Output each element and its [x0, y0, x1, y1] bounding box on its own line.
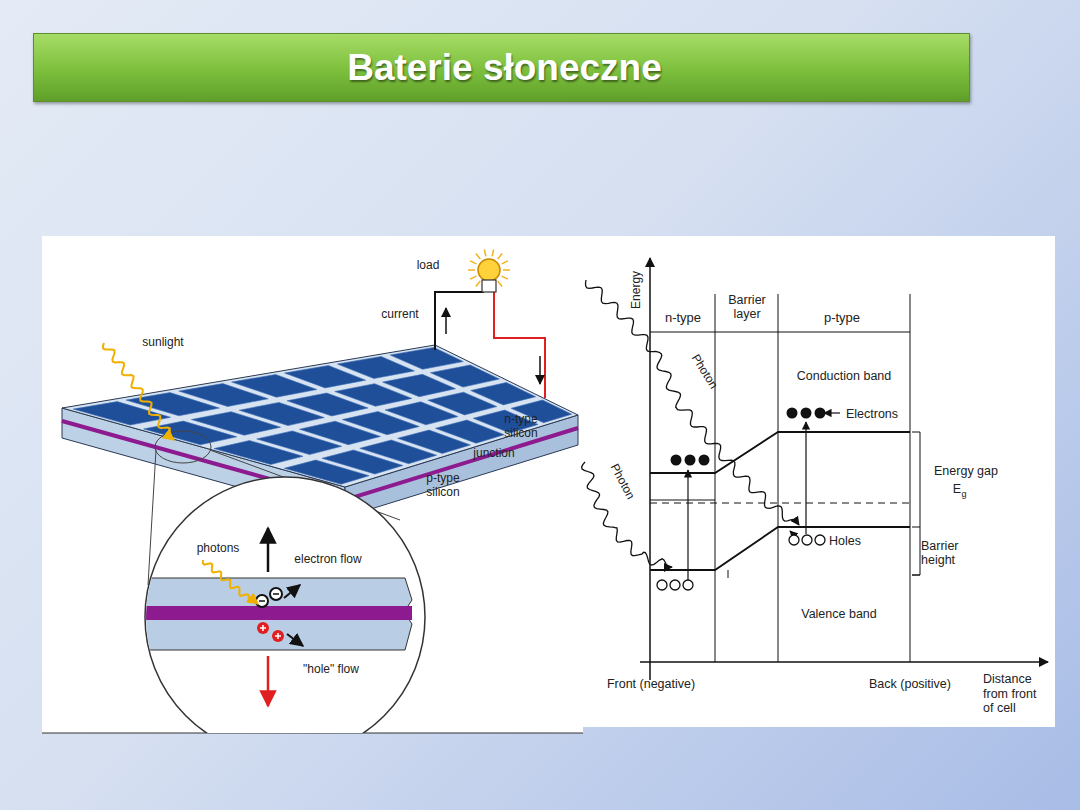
part-label: E	[953, 482, 961, 496]
part-label: junction	[473, 447, 514, 461]
part-label: Barrier layer	[719, 293, 775, 322]
part-label: p-type	[824, 311, 860, 326]
magnifier	[140, 431, 425, 733]
part-label: Front (negative)	[606, 677, 696, 691]
solar-cell	[430, 365, 499, 387]
wire	[494, 292, 545, 398]
bulb-ray	[476, 254, 480, 259]
part-label: load	[417, 259, 440, 273]
bulb-ray	[470, 276, 476, 279]
bulb-ray	[503, 269, 510, 271]
part-label: electron flow	[294, 553, 361, 567]
bulb-ray	[498, 281, 502, 286]
current-arrow	[445, 308, 447, 334]
solar-cell	[471, 383, 536, 405]
part-label: photons	[197, 542, 240, 556]
part-label: Barrier height	[921, 539, 983, 568]
wire	[435, 292, 484, 350]
bulb-ray	[492, 250, 494, 257]
part-label: Holes	[829, 534, 861, 548]
carriers	[657, 408, 826, 591]
part-label: g	[961, 489, 966, 499]
part-label: p-type silicon	[412, 472, 474, 500]
solar-cell	[390, 347, 463, 369]
part-label: Conduction band	[797, 369, 892, 383]
bulb-ray	[468, 269, 475, 271]
bulb-ray	[498, 254, 502, 259]
part-label: Valence band	[801, 607, 877, 621]
sunlight-ray	[103, 343, 174, 440]
bulb-ray	[484, 250, 486, 257]
part-label: Distance from front of cell	[983, 672, 1049, 715]
part-label: sunlight	[142, 336, 183, 350]
bulb-ray	[502, 261, 508, 264]
bulb-ray	[502, 276, 508, 279]
image-panel	[583, 236, 1055, 727]
bulb-ray	[470, 261, 476, 264]
part-label: current	[381, 308, 418, 322]
slide-title: Baterie słoneczne	[347, 47, 662, 89]
axis-label: Energy	[630, 271, 644, 309]
part-label: n-type	[665, 311, 701, 326]
photon-wave	[582, 462, 672, 567]
part-label: Electrons	[846, 407, 898, 421]
photon-wave	[586, 280, 800, 525]
bulb	[468, 250, 510, 292]
part-label: "hole" flow	[303, 663, 359, 677]
current-arrow	[539, 356, 541, 384]
part-label: Energy gap	[934, 464, 998, 478]
title-bar: Baterie słoneczne	[33, 33, 970, 102]
panel-top	[62, 345, 578, 487]
band-diagram	[640, 258, 1048, 680]
bulb-ray	[476, 281, 480, 286]
part-label: Back (positive)	[865, 677, 955, 691]
part-label: n-type silicon	[490, 413, 552, 441]
